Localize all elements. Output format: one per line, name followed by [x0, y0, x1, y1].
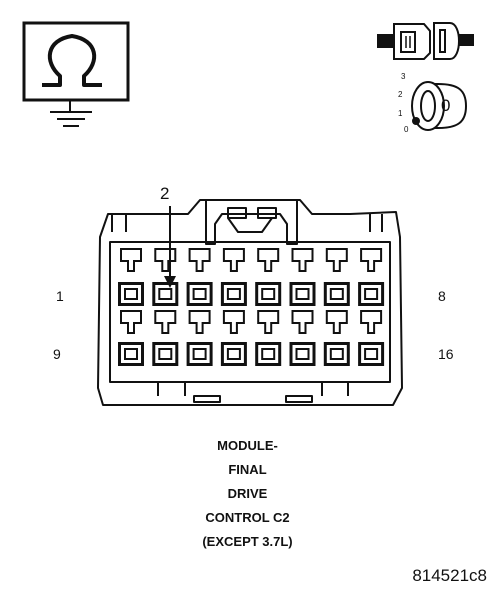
- row2-start-label: 9: [53, 346, 61, 362]
- terminal-contact: [192, 288, 207, 300]
- pin-2-callout-arrowhead: [164, 276, 176, 288]
- terminal-latch: [360, 248, 383, 272]
- terminal-contact: [158, 348, 173, 360]
- terminal-latch: [222, 310, 245, 334]
- pin-2-callout-label: 2: [160, 184, 170, 203]
- terminal-contact: [295, 288, 310, 300]
- ignition-position-1: 1: [398, 109, 403, 118]
- terminal-latch: [120, 310, 142, 334]
- terminal-latch: [360, 310, 383, 334]
- terminal-contact: [261, 348, 276, 360]
- terminal-contact: [192, 348, 207, 360]
- terminal-contact: [261, 288, 276, 300]
- caption-line-3: DRIVE: [227, 486, 268, 501]
- terminal-contact: [226, 348, 241, 360]
- terminal-latch: [120, 248, 142, 272]
- row2-end-label: 16: [438, 346, 454, 362]
- ignition-position-3: 3: [401, 72, 406, 81]
- terminal-contact: [364, 288, 379, 300]
- terminal-contact: [364, 348, 379, 360]
- terminal-latch: [188, 248, 211, 272]
- caption-line-2: FINAL: [228, 462, 267, 477]
- terminal-latch: [154, 310, 177, 334]
- terminal-contact: [158, 288, 173, 300]
- terminal-contact: [329, 288, 344, 300]
- connector-caption: MODULE- FINAL DRIVE CONTROL C2 (EXCEPT 3…: [0, 434, 495, 554]
- terminal-contact: [295, 348, 310, 360]
- terminal-latch: [291, 248, 314, 272]
- terminal-latch: [188, 310, 211, 334]
- terminal-contact: [226, 288, 241, 300]
- figure-id: 814521c8: [412, 566, 487, 585]
- terminal-latch: [257, 310, 280, 334]
- terminal-latch: [257, 248, 280, 272]
- terminal-latch: [325, 248, 348, 272]
- ignition-position-2: 2: [398, 90, 403, 99]
- terminal-latch: [291, 310, 314, 334]
- ignition-position-0: 0: [404, 125, 409, 134]
- row1-end-label: 8: [438, 288, 446, 304]
- caption-line-1: MODULE-: [217, 438, 278, 453]
- terminal-latch: [325, 310, 348, 334]
- terminal-latch: [154, 248, 177, 272]
- terminal-contact: [329, 348, 344, 360]
- ignition-key-label: 0: [441, 96, 451, 115]
- caption-line-4: CONTROL C2: [205, 510, 290, 525]
- terminal-contact: [124, 288, 138, 300]
- terminal-contact: [124, 348, 138, 360]
- caption-line-5: (EXCEPT 3.7L): [202, 534, 293, 549]
- row1-start-label: 1: [56, 288, 64, 304]
- terminal-latch: [222, 248, 245, 272]
